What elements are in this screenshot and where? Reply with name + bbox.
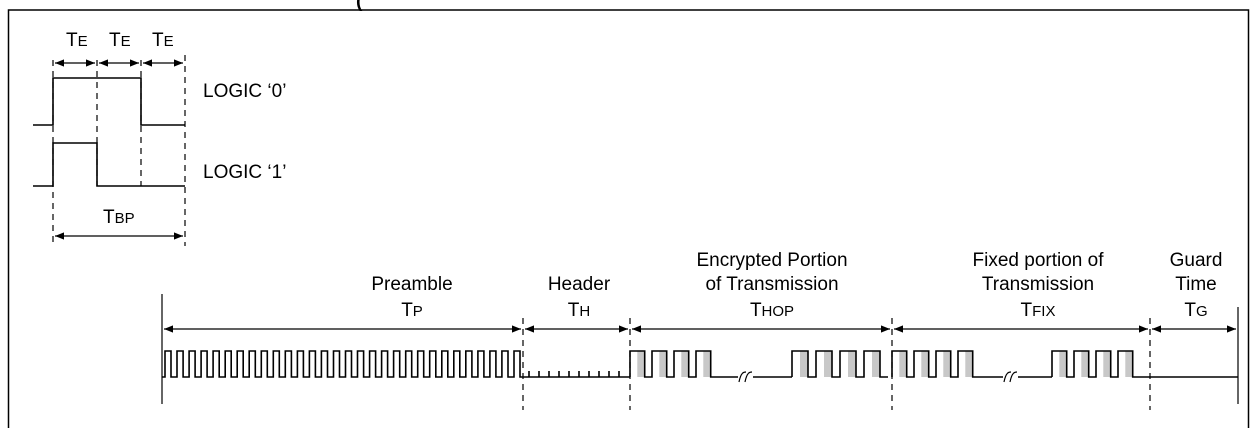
preamble-title: Preamble [371, 274, 452, 295]
preamble-waveform [162, 350, 523, 378]
te-label-2: TE [109, 30, 131, 51]
logic-1-waveform [33, 142, 185, 187]
encrypted-start-shaded-bit [703, 351, 711, 377]
guard-title-line2: Time [1175, 274, 1217, 295]
encrypted-title-line2: of Transmission [705, 274, 838, 295]
svg-text:TE: TE [152, 30, 174, 51]
figure-title-fragment: ( [356, 0, 363, 12]
fixed-time-label: TFIX [1021, 300, 1056, 321]
encrypted-end-shaded-bit [800, 351, 808, 377]
logic-0-waveform [33, 77, 185, 126]
fixed-waveform-end [1051, 350, 1140, 378]
encrypted-start-shaded-bit [681, 351, 689, 377]
fixed-end-line [1051, 350, 1140, 378]
guard-title-line1: Guard [1170, 250, 1223, 271]
header-time-label: TH [568, 300, 590, 321]
encrypted-time-label: THOP [750, 300, 794, 321]
fixed-end-shaded-bit [1103, 351, 1111, 377]
preamble-time-label: TP [401, 300, 423, 321]
header-title: Header [548, 274, 611, 295]
transmission-timeline: Preamble TP Header TH Encrypted Portion … [161, 250, 1239, 410]
fixed-break-mark [1003, 371, 1018, 383]
encrypted-end-shaded-bit [848, 351, 856, 377]
fixed-start-shaded-bit [943, 351, 951, 377]
encrypted-title-line1: Encrypted Portion [696, 250, 847, 271]
guard-time-label: TG [1184, 300, 1207, 321]
fixed-start-line [891, 350, 980, 378]
bit-timing-legend: TE TE TE LOGIC ‘0’ LOGIC ‘1’ TBP [33, 30, 286, 246]
te-label-1: TE [66, 30, 88, 51]
encrypted-start-shaded-bit [659, 351, 667, 377]
encrypted-start-shaded-bit [637, 351, 645, 377]
fixed-title-line2: Transmission [982, 274, 1094, 295]
logic-1-label: LOGIC ‘1’ [203, 162, 286, 183]
te-label-3: TE [152, 30, 174, 51]
fixed-waveform-start [891, 350, 980, 378]
svg-text:TE: TE [66, 30, 88, 51]
fixed-end-shaded-bit [1059, 351, 1067, 377]
tbp-label: TBP [103, 207, 135, 228]
encrypted-end-shaded-bit [872, 351, 880, 377]
fixed-end-shaded-bit [1081, 351, 1089, 377]
diagram-frame [7, 9, 1250, 428]
encrypted-break-mark [738, 371, 753, 383]
encrypted-waveform-start [629, 350, 718, 378]
encrypted-end-line [791, 350, 888, 378]
header-waveform [523, 371, 630, 378]
logic-0-label: LOGIC ‘0’ [203, 81, 286, 102]
encrypted-waveform-end [791, 350, 888, 378]
encrypted-end-shaded-bit [824, 351, 832, 377]
fixed-title-line1: Fixed portion of [973, 250, 1105, 271]
svg-text:TBP: TBP [103, 207, 135, 228]
svg-text:TE: TE [109, 30, 131, 51]
fixed-start-shaded-bit [965, 351, 973, 377]
fixed-start-shaded-bit [921, 351, 929, 377]
fixed-start-shaded-bit [899, 351, 907, 377]
encrypted-start-line [629, 350, 718, 378]
fixed-end-shaded-bit [1125, 351, 1133, 377]
